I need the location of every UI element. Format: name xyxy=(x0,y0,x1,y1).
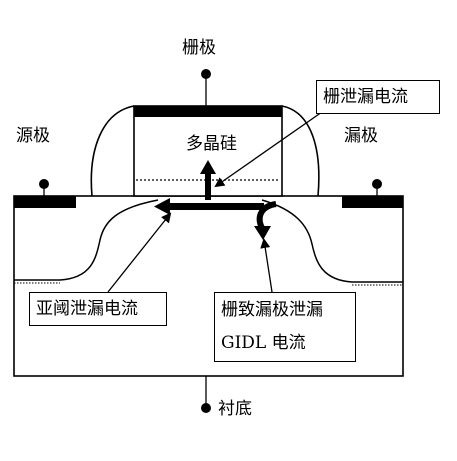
source-label: 源极 xyxy=(16,126,50,146)
right-spacer xyxy=(281,105,320,197)
drain-label: 漏极 xyxy=(344,126,378,146)
drain-diffusion-region xyxy=(261,199,403,283)
gate-label: 栅极 xyxy=(182,38,216,58)
drain-terminal-dot xyxy=(372,179,382,189)
gate-leakage-leader xyxy=(214,111,323,188)
substrate-label: 衬底 xyxy=(218,399,252,419)
gidl-leader xyxy=(260,238,273,293)
polysilicon-label: 多晶硅 xyxy=(186,134,237,154)
gate-leakage-text: 栅泄漏电流 xyxy=(323,87,408,107)
gate-leakage-callout: 栅泄漏电流 xyxy=(316,80,440,114)
drain-contact xyxy=(342,196,403,208)
gate-leakage-arrow xyxy=(205,172,211,200)
left-spacer xyxy=(90,105,135,197)
subthreshold-callout: 亚阈泄漏电流 xyxy=(29,292,167,326)
source-terminal-dot xyxy=(39,179,49,189)
gidl-text-line2: GIDL 电流 xyxy=(221,333,306,353)
source-contact xyxy=(14,196,76,208)
gidl-callout: 栅致漏极泄漏 GIDL 电流 xyxy=(214,292,356,362)
subthreshold-channel-arrow xyxy=(168,203,264,210)
source-diffusion-region xyxy=(14,199,159,281)
gate-contact xyxy=(134,106,282,117)
subthreshold-text: 亚阈泄漏电流 xyxy=(36,299,138,319)
subthreshold-leader xyxy=(107,212,172,293)
gate-terminal-dot xyxy=(201,69,211,79)
substrate-terminal-dot xyxy=(201,403,211,413)
gidl-text-line1: 栅致漏极泄漏 xyxy=(221,300,323,320)
gidl-curve-arrow xyxy=(256,201,277,230)
